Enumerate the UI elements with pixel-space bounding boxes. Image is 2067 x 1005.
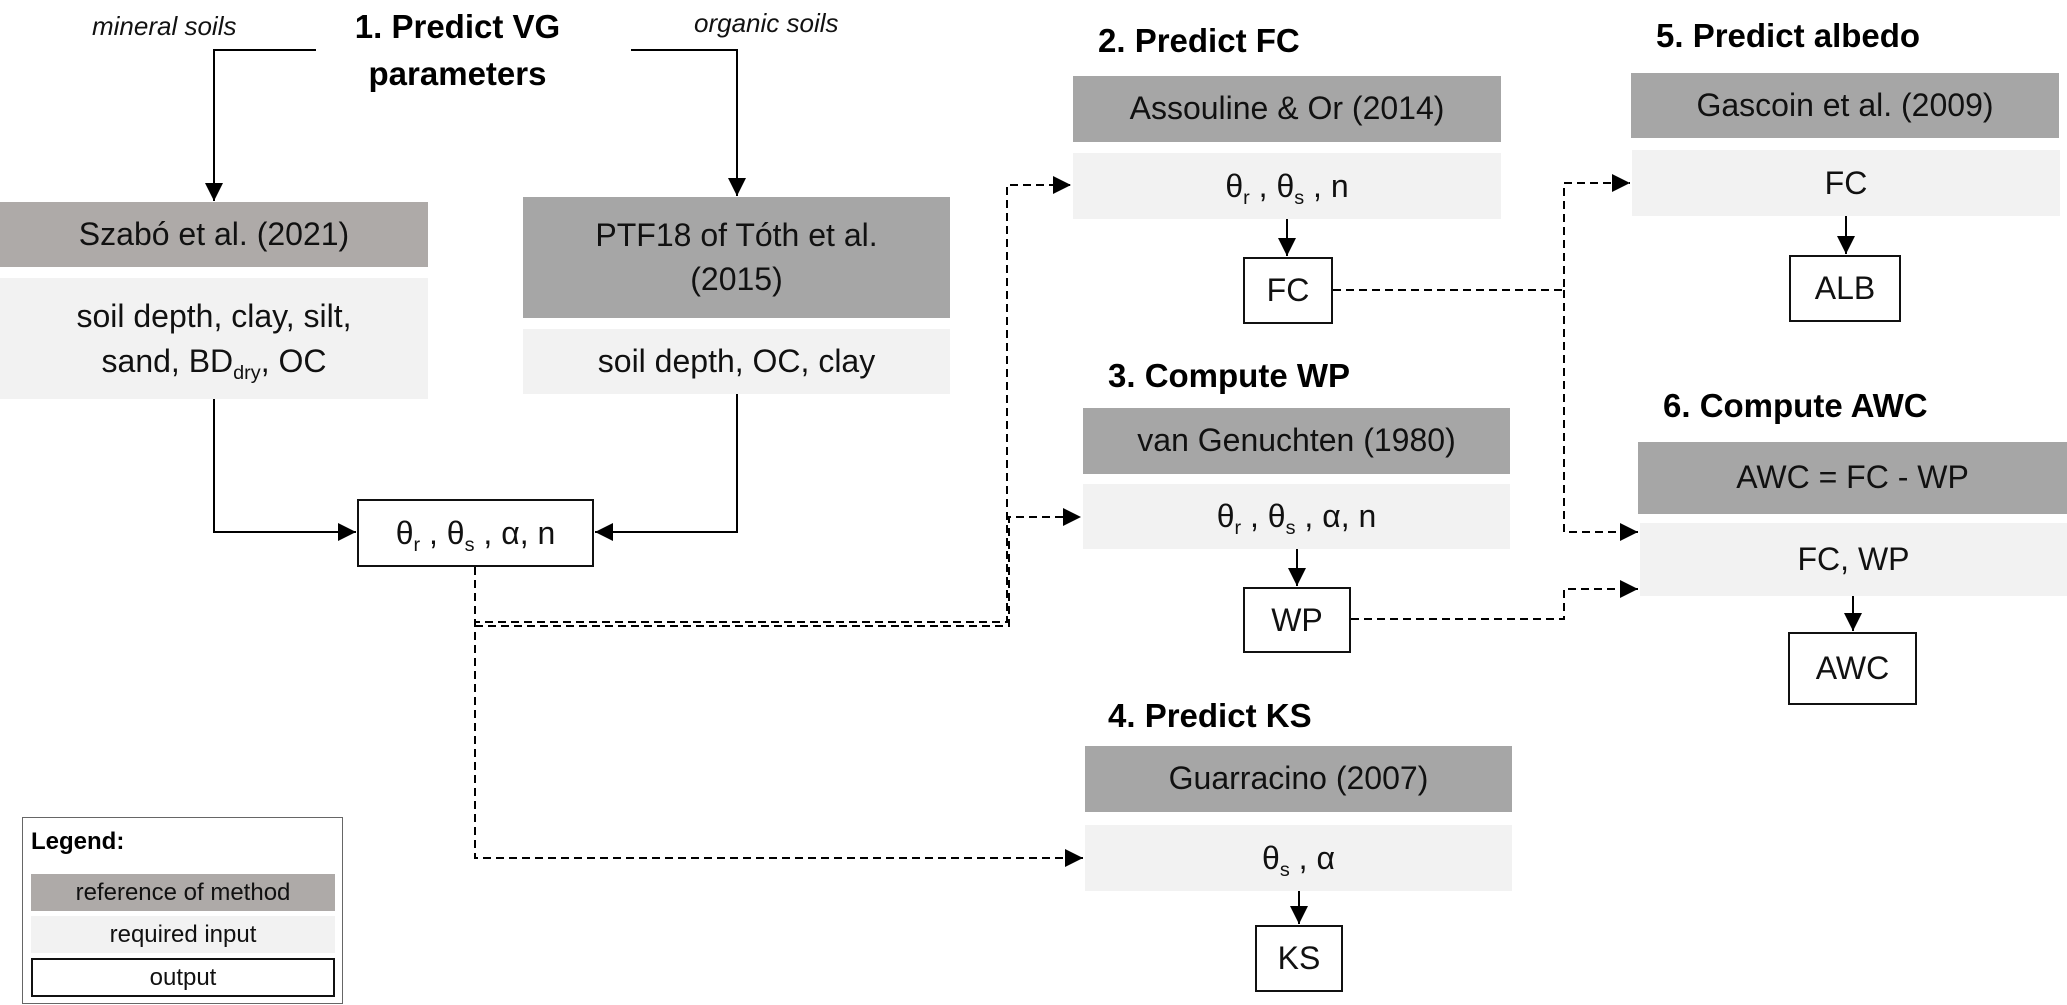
step2-reference-text: Assouline & Or (2014) [1129, 90, 1445, 127]
mineral-input-oc: , OC [260, 342, 327, 379]
awc-output-text: AWC [1815, 650, 1890, 686]
step1-title: 1. Predict VG parameters [338, 10, 577, 90]
step1-title-line2: parameters [368, 55, 547, 92]
alb-output-text: ALB [1814, 270, 1876, 306]
step6-reference-box: AWC = FC - WP [1638, 442, 2067, 514]
arrow-title-to-organic [631, 49, 746, 196]
legend-item-output: output [31, 958, 335, 997]
step2-input-text: θr , θs , n [1225, 167, 1349, 209]
awc-output-box: AWC [1788, 632, 1917, 705]
organic-reference-box: PTF18 of Tóth et al. (2015) [523, 197, 950, 318]
ks-output-text: KS [1277, 940, 1321, 976]
organic-soils-label: organic soils [694, 8, 839, 38]
arrow-mineral-to-vg-output [213, 399, 356, 541]
organic-reference-line2: (2015) [690, 260, 783, 297]
fc-output-box: FC [1243, 257, 1333, 324]
mineral-reference-box: Szabó et al. (2021) [0, 202, 428, 267]
step4-reference-box: Guarracino (2007) [1085, 746, 1512, 812]
step5-reference-text: Gascoin et al. (2009) [1696, 86, 1994, 123]
organic-input-text: soil depth, OC, clay [597, 343, 876, 380]
step6-input-box: FC, WP [1640, 523, 2067, 596]
mineral-input-line1: soil depth, clay, silt, [76, 297, 352, 334]
step2-title: 2. Predict FC [1098, 22, 1300, 59]
mineral-input-box: soil depth, clay, silt, sand, BDdry, OC [0, 278, 428, 399]
step4-input-text: θs , α [1262, 839, 1335, 881]
mineral-reference-text: Szabó et al. (2021) [78, 215, 350, 252]
legend-item-input: required input [31, 916, 335, 953]
step4-input-box: θs , α [1085, 825, 1512, 891]
step4-title: 4. Predict KS [1108, 697, 1312, 734]
step3-reference-text: van Genuchten (1980) [1137, 422, 1456, 459]
step1-title-line1: 1. Predict VG [354, 8, 561, 45]
wp-output-box: WP [1243, 587, 1351, 653]
step3-input-box: θr , θs , α, n [1083, 484, 1510, 549]
mineral-input-bd-sub: dry [233, 361, 261, 384]
legend-title: Legend: [31, 828, 125, 855]
wp-output-text: WP [1271, 601, 1323, 638]
step2-input-box: θr , θs , n [1073, 153, 1501, 219]
dashed-fc-to-step6 [1563, 290, 1638, 541]
step2-reference-box: Assouline & Or (2014) [1073, 76, 1501, 142]
arrow-title-to-mineral [205, 49, 316, 201]
organic-reference-line1: PTF18 of Tóth et al. [595, 217, 878, 254]
step3-input-text: θr , θs , α, n [1216, 498, 1377, 540]
legend-item-reference: reference of method [31, 874, 335, 911]
step3-reference-box: van Genuchten (1980) [1083, 408, 1510, 474]
dashed-vg-to-step4 [474, 567, 1083, 867]
vg-parameters-output-box: θr , θs , α, n [357, 499, 594, 567]
dashed-wp-to-step6 [1351, 580, 1638, 620]
step5-reference-box: Gascoin et al. (2009) [1631, 73, 2059, 138]
vg-output-text: θr , θs , α, n [395, 514, 556, 556]
alb-output-box: ALB [1789, 255, 1901, 322]
mineral-input-bd: sand, BD [101, 342, 234, 379]
mineral-input-line2: sand, BDdry, OC [102, 339, 327, 384]
step5-input-text: FC [1824, 164, 1868, 201]
arrow-organic-to-vg-output [595, 394, 738, 541]
fc-output-text: FC [1266, 272, 1310, 308]
ks-output-box: KS [1255, 925, 1343, 992]
step6-input-text: FC, WP [1797, 541, 1910, 578]
step4-reference-text: Guarracino (2007) [1168, 760, 1429, 797]
mineral-soils-label: mineral soils [92, 11, 237, 41]
step5-title: 5. Predict albedo [1656, 17, 1921, 54]
organic-input-box: soil depth, OC, clay [523, 329, 950, 394]
step3-title: 3. Compute WP [1108, 357, 1351, 394]
legend: Legend: reference of method required inp… [22, 817, 343, 1004]
step6-title: 6. Compute AWC [1663, 387, 1928, 424]
step6-reference-text: AWC = FC - WP [1736, 459, 1969, 496]
step5-input-box: FC [1632, 150, 2060, 216]
